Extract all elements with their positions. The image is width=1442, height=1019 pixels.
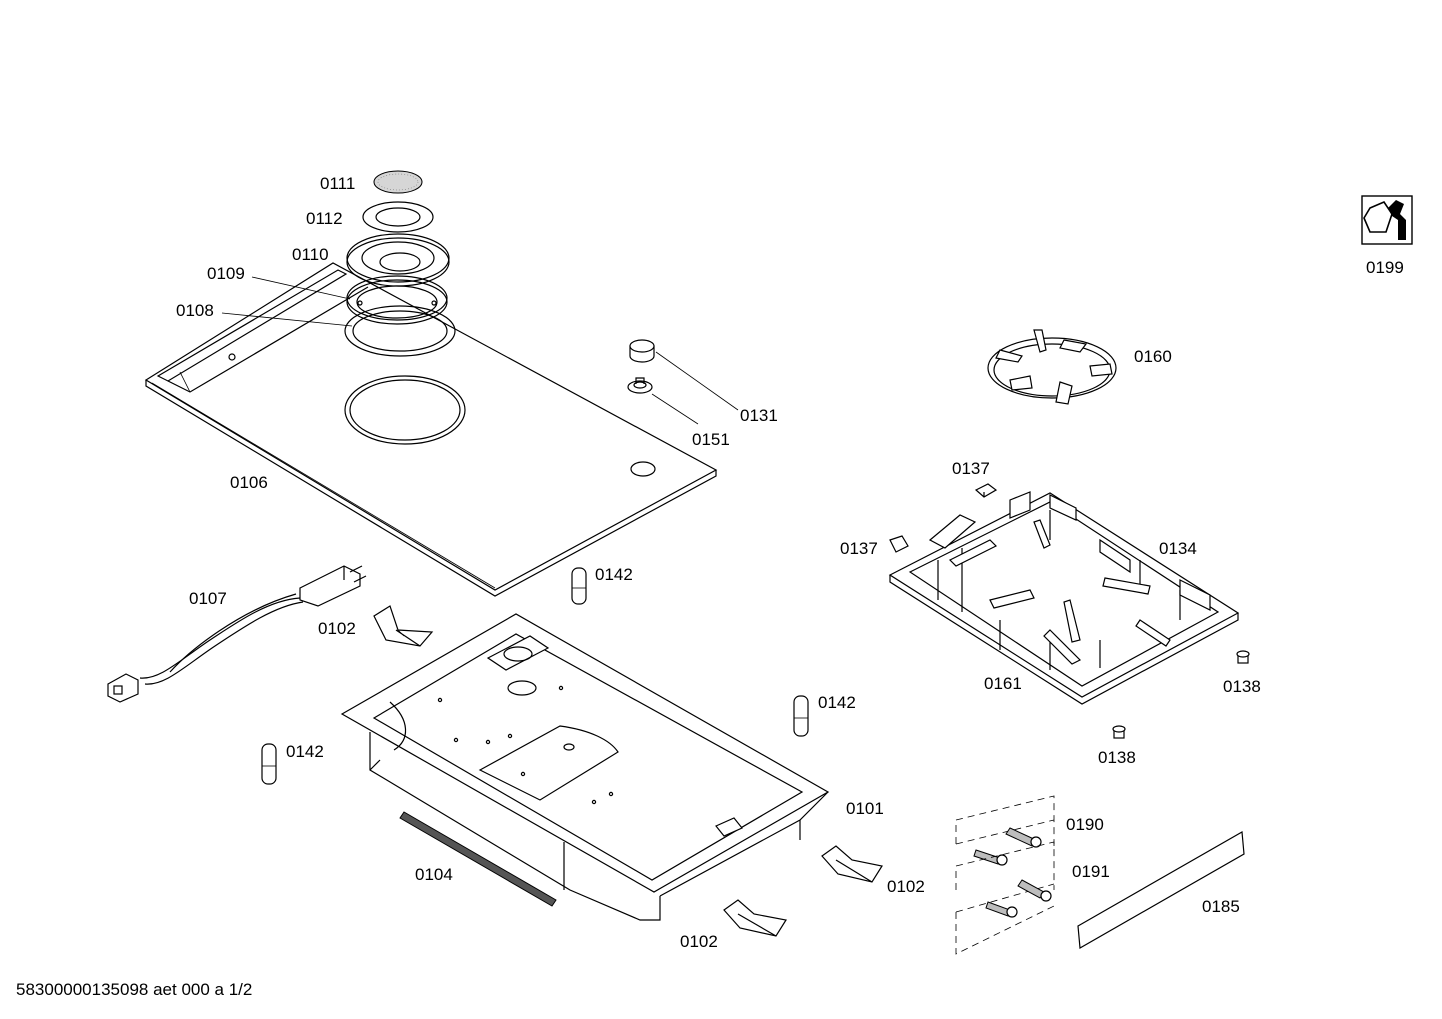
rubber-foot-0138-right [1236,650,1250,664]
label-0107: 0107 [189,589,227,608]
label-0151: 0151 [692,430,730,449]
mounting-bracket-0102-upper [373,605,434,647]
label-0104: 0104 [415,865,453,884]
label-0161: 0161 [984,674,1022,693]
clamp-screw-0142-center [571,567,587,605]
screw-set-0191 [955,841,1055,955]
label-0160: 0160 [1134,347,1172,366]
mounting-bracket-0102-lower [723,899,787,937]
housing-tray-0101 [340,613,830,921]
label-0102-upper: 0102 [318,619,356,638]
wok-ring-0160 [987,329,1117,405]
screw-set-0190 [955,795,1055,866]
label-0101: 0101 [846,799,884,818]
seal-strip-0104 [399,811,557,907]
label-0134: 0134 [1159,539,1197,558]
part-labels: 0111 0112 0110 0109 0108 0106 0131 0151 … [176,174,1404,951]
label-0106: 0106 [230,473,268,492]
leader-lines [221,276,739,425]
rubber-foot-0138-lower [1112,725,1126,739]
label-0112: 0112 [306,209,343,228]
service-tool-icon [1361,195,1413,245]
label-0142-center: 0142 [595,565,633,584]
label-0199: 0199 [1366,258,1404,277]
clamp-screw-0142-left [261,743,277,785]
burner-seal-0108 [344,305,456,357]
label-0185: 0185 [1202,897,1240,916]
mounting-bracket-0102-right [821,845,883,883]
grate-clip-0137-left [889,535,909,553]
label-0110: 0110 [292,245,329,264]
document-footer: 58300000135098 aet 000 a 1/2 [16,980,253,999]
label-0142-right: 0142 [818,693,856,712]
knob-ring-0151 [627,377,653,394]
label-0102-lower: 0102 [680,932,718,951]
grate-clip-0137-top [974,483,998,498]
label-0131: 0131 [740,406,778,425]
rating-label-0185 [1077,831,1245,949]
label-0111: 0111 [320,174,355,193]
clamp-screw-0142-right [793,695,809,737]
label-0108: 0108 [176,301,214,320]
label-0109: 0109 [207,264,245,283]
label-0138-lower: 0138 [1098,748,1136,767]
label-0138-right: 0138 [1223,677,1261,696]
label-0191: 0191 [1072,862,1110,881]
flame-spreader-0112 [362,201,434,233]
burner-cap-0111 [373,170,423,194]
top-plate-0106 [144,262,718,597]
label-0190: 0190 [1066,815,1104,834]
power-cable-0107 [107,565,367,703]
label-0102-right: 0102 [887,877,925,896]
control-knob-0131 [629,339,655,363]
label-0137-top: 0137 [952,459,990,478]
label-0142-left: 0142 [286,742,324,761]
pan-grate-0161 [888,491,1240,705]
label-0137-left: 0137 [840,539,878,558]
